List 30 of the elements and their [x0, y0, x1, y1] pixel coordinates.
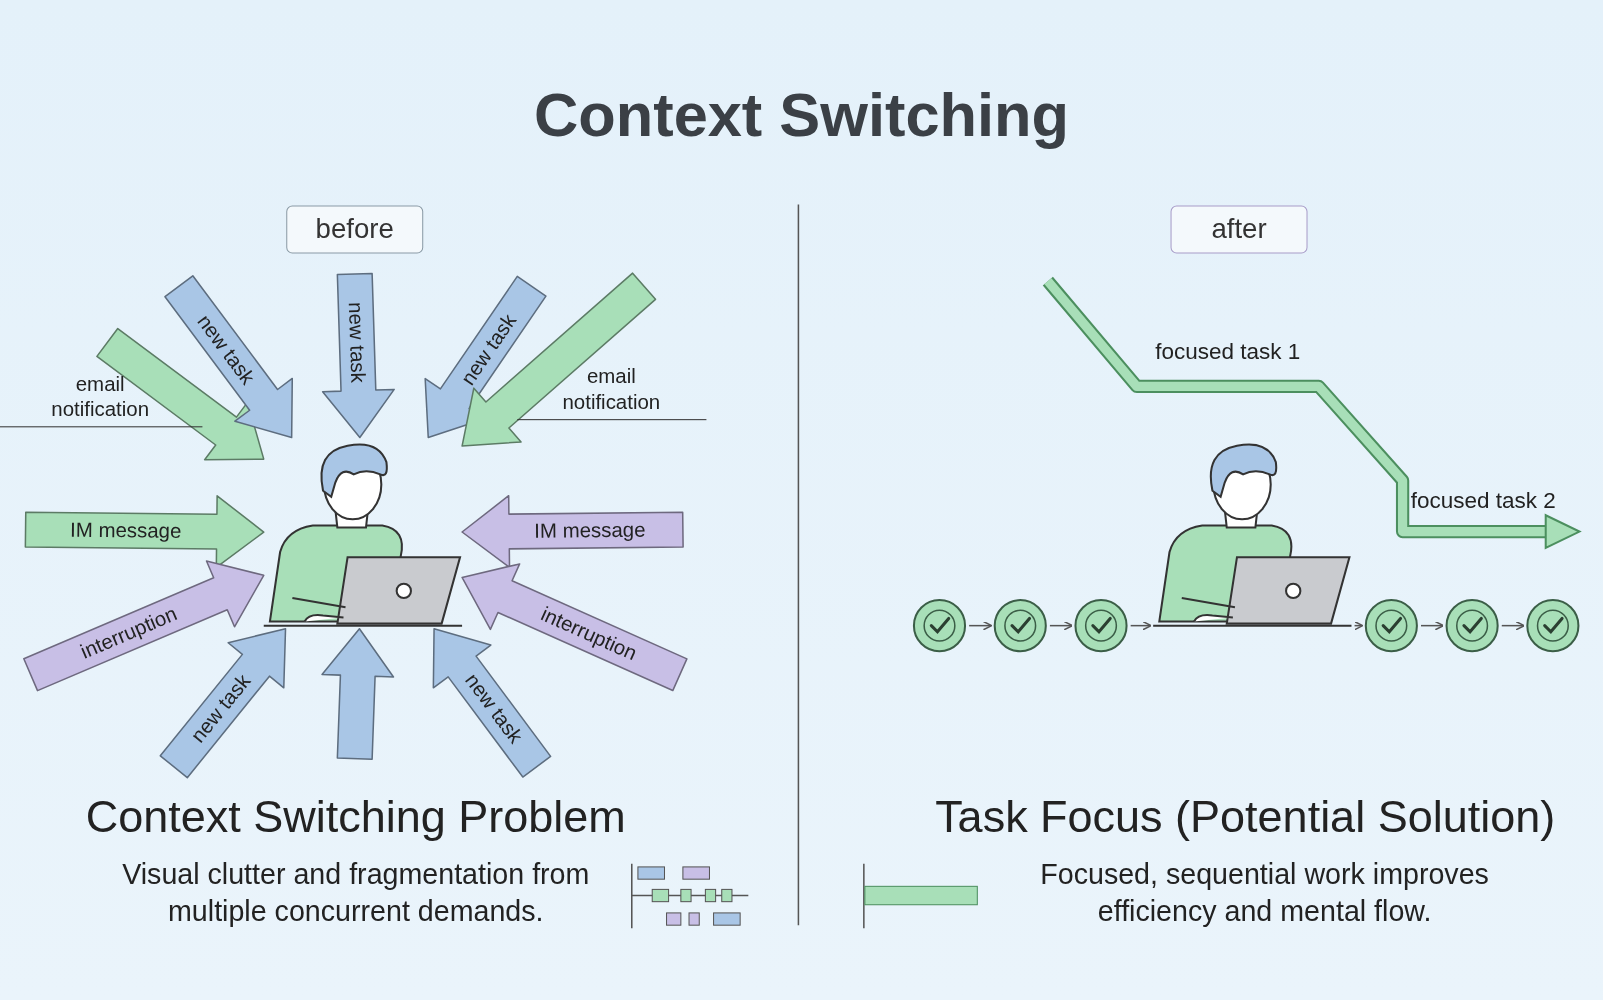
arrow	[1420, 620, 1445, 631]
description: Visual clutter and fragmentation from multiple concurrent demands.	[121, 857, 591, 930]
tag-label: before	[286, 205, 424, 254]
edge-label: IM message	[534, 518, 646, 543]
task-label: focused task 2	[1410, 486, 1557, 516]
block-arrow	[159, 627, 287, 779]
edge-label: IM message	[69, 518, 182, 543]
task-label: focused task 1	[1155, 337, 1302, 366]
arrow	[1129, 620, 1152, 631]
arrow	[968, 620, 993, 631]
block-arrow	[461, 272, 657, 447]
edge-label: email notification	[516, 363, 706, 421]
arrow	[1049, 620, 1074, 631]
title: Context Switching	[533, 79, 1070, 151]
block-arrow	[321, 627, 395, 760]
arrow	[1501, 620, 1525, 631]
block-arrow	[23, 560, 265, 692]
block-arrow	[432, 627, 552, 778]
edge-label: new task	[343, 301, 370, 384]
block-arrow	[164, 275, 294, 439]
description: Focused, sequential work improves efficiency and mental flow.	[1039, 857, 1490, 930]
edge-label: email notification	[0, 371, 203, 428]
block-arrow	[461, 494, 684, 569]
arrow	[1353, 620, 1364, 631]
tag-label: after	[1170, 205, 1308, 254]
heading: Context Switching Problem	[84, 790, 627, 844]
block-arrow	[321, 272, 395, 439]
heading: Task Focus (Potential Solution)	[934, 790, 1557, 844]
block-arrow	[96, 327, 265, 461]
block-arrow	[461, 563, 688, 692]
